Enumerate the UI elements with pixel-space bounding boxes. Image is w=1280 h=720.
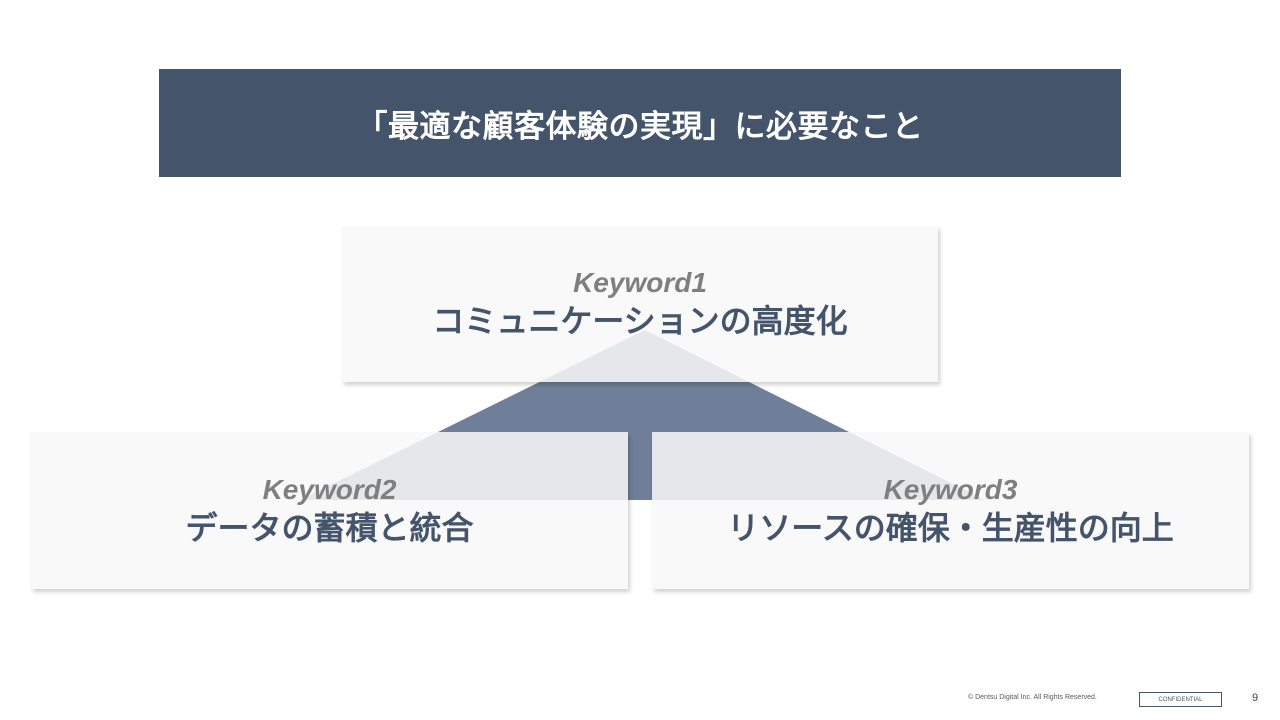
keyword3-label: Keyword3 [883, 473, 1018, 505]
keyword3-phrase: リソースの確保・生産性の向上 [727, 508, 1174, 547]
page-number: 9 [1252, 692, 1259, 704]
title-banner: 「最適な顧客体験の実現」に必要なこと [159, 69, 1121, 177]
keyword2-phrase: データの蓄積と統合 [185, 508, 474, 547]
keyword1-phrase: コミュニケーションの高度化 [432, 302, 848, 340]
copyright: © Dentsu Digital Inc. All Rights Reserve… [968, 694, 1097, 701]
keyword1-label: Keyword1 [573, 267, 707, 298]
keyword3-card: Keyword3 リソースの確保・生産性の向上 [652, 432, 1249, 589]
confidential-badge: CONFIDENTIAL [1139, 692, 1222, 707]
keyword2-label: Keyword2 [262, 473, 397, 505]
connector-stem [628, 430, 652, 498]
keyword1-card: Keyword1 コミュニケーションの高度化 [342, 226, 938, 382]
keyword2-card: Keyword2 データの蓄積と統合 [31, 432, 628, 589]
slide-title: 「最適な顧客体験の実現」に必要なこと [356, 108, 924, 145]
